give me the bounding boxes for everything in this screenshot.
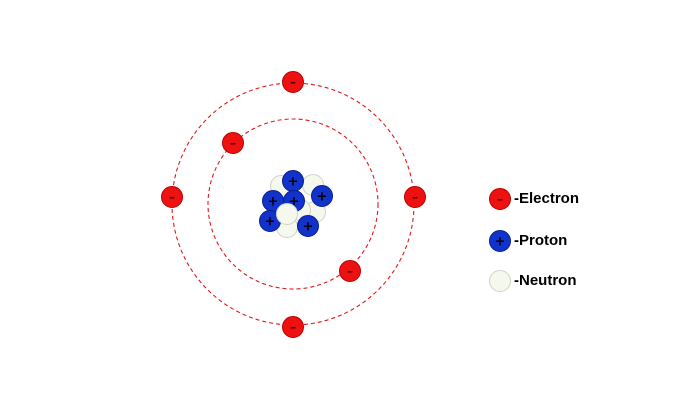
svg-text:–: – <box>290 320 296 334</box>
legend-neutron: -Neutron <box>489 270 577 292</box>
inner-orbit <box>207 118 379 290</box>
svg-text:–: – <box>412 190 418 204</box>
svg-text:+: + <box>288 175 299 190</box>
proton: + <box>297 215 319 237</box>
electron: – <box>282 71 304 93</box>
electron: – <box>282 316 304 338</box>
electron: – <box>339 260 361 282</box>
svg-text:+: + <box>317 190 328 205</box>
svg-text:–: – <box>290 75 296 89</box>
neutron-swatch-icon <box>489 270 511 292</box>
proton: + <box>282 170 304 192</box>
legend-electron: – -Electron <box>489 188 579 210</box>
electron-swatch-icon: – <box>489 188 511 210</box>
svg-text:–: – <box>169 190 175 204</box>
svg-text:+: + <box>268 195 279 210</box>
legend-proton: + -Proton <box>489 230 567 252</box>
svg-text:+: + <box>303 220 314 235</box>
electron: – <box>161 186 183 208</box>
electron: – <box>404 186 426 208</box>
svg-text:+: + <box>495 235 506 250</box>
legend-electron-label: -Electron <box>514 190 579 207</box>
svg-text:–: – <box>347 264 353 278</box>
svg-text:–: – <box>230 136 236 150</box>
proton-swatch-icon: + <box>489 230 511 252</box>
electron: – <box>222 132 244 154</box>
nucleus: + + + + + + <box>259 170 333 238</box>
svg-text:–: – <box>497 192 503 206</box>
svg-text:+: + <box>265 215 276 230</box>
neutron <box>276 203 298 225</box>
legend-neutron-label: -Neutron <box>514 272 577 289</box>
proton: + <box>311 185 333 207</box>
legend: – -Electron + -Proton -Neutron <box>489 188 579 292</box>
legend-proton-label: -Proton <box>514 232 567 249</box>
svg-text:+: + <box>289 195 300 210</box>
